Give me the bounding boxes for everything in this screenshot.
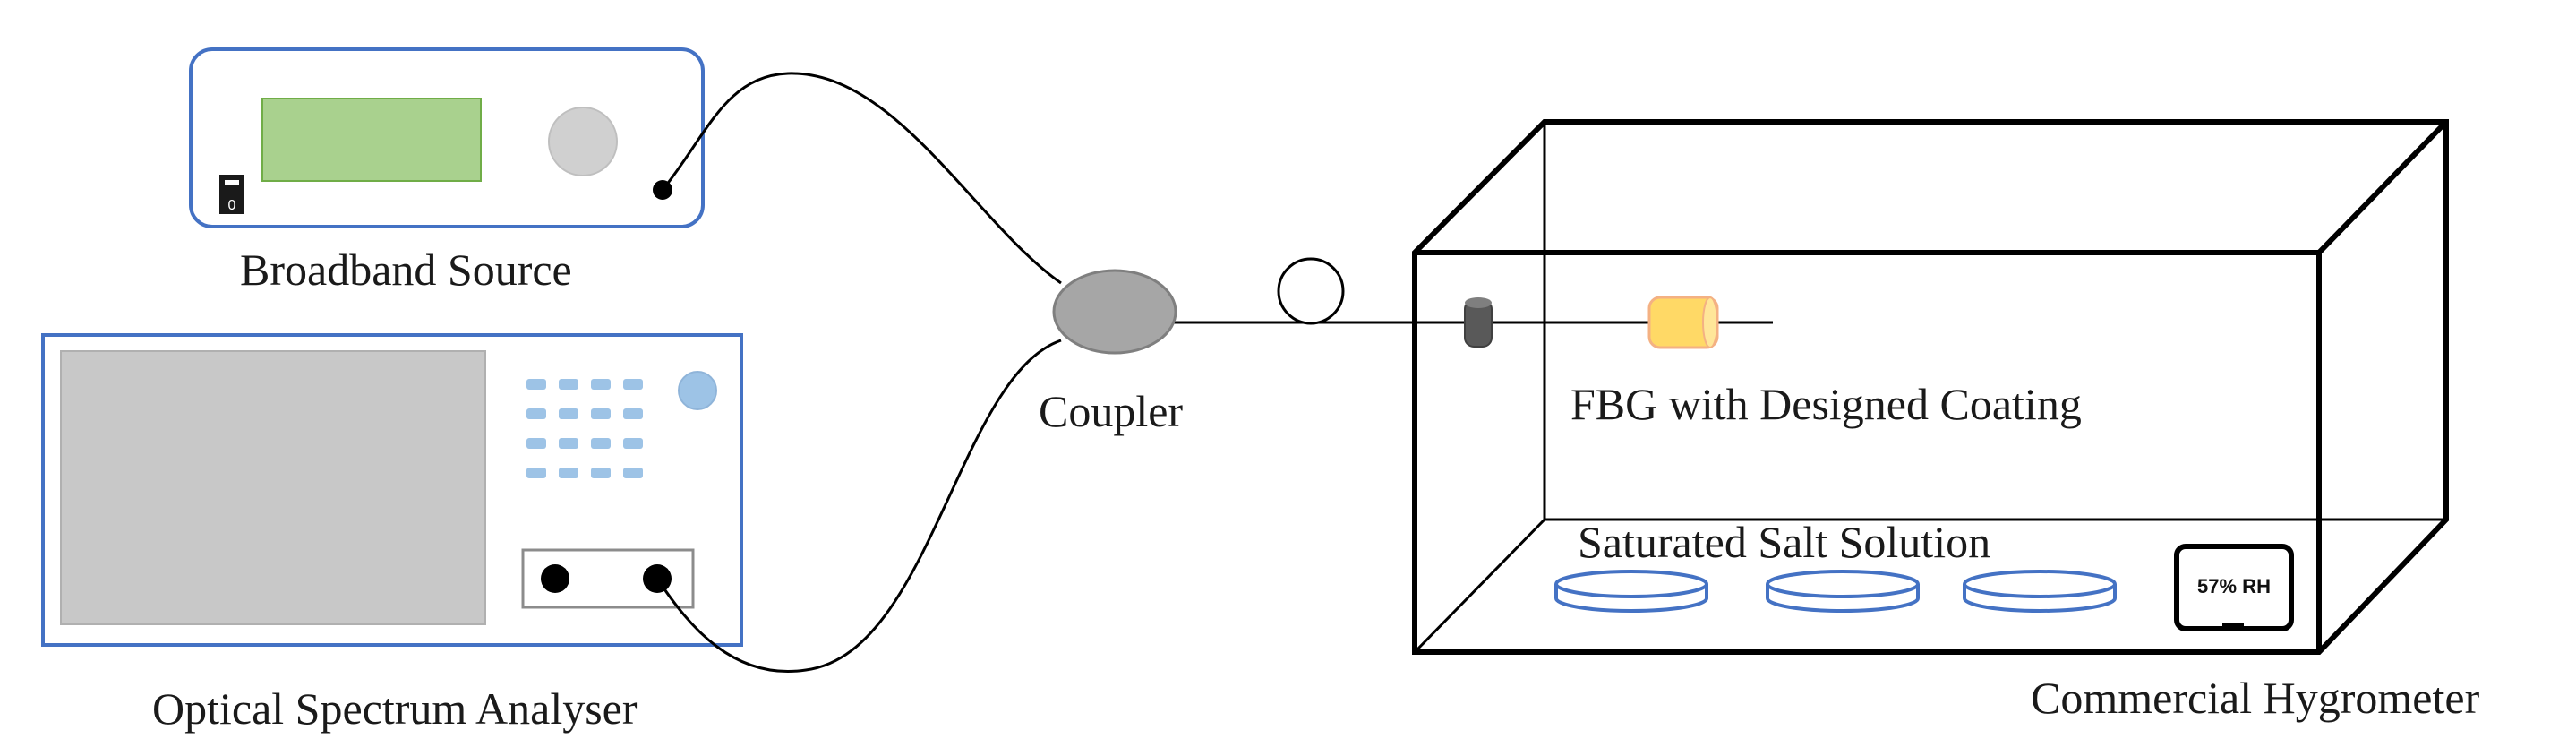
chamber-front-top-edges: [1415, 119, 2449, 255]
broadband-source-knob: [548, 107, 618, 176]
fiber-loop: [1277, 257, 1345, 325]
osa-key: [623, 379, 643, 390]
optical-spectrum-analyser: [41, 333, 743, 647]
salt-dishes: [1554, 570, 2117, 613]
osa-input-port: [541, 564, 569, 593]
osa-key: [623, 438, 643, 449]
hygrometer-reading: 57% RH: [2197, 575, 2271, 597]
osa-key: [623, 468, 643, 478]
broadband-source-display: [261, 98, 482, 182]
hygrometer-label: Commercial Hygrometer: [2031, 673, 2480, 723]
osa-screen: [60, 350, 486, 625]
fiber-connector: [1464, 297, 1493, 348]
osa-key: [591, 468, 611, 478]
salt-dish: [1766, 570, 1920, 613]
hygrometer-button: [2222, 623, 2244, 627]
osa-knob: [678, 371, 717, 410]
power-switch-mark: [225, 180, 239, 185]
coupler-label: Coupler: [1039, 386, 1183, 436]
osa-key: [526, 408, 546, 419]
osa-key: [591, 379, 611, 390]
fbg-coating-end: [1702, 296, 1718, 348]
fbg-label: FBG with Designed Coating: [1570, 379, 2082, 429]
broadband-source-label: Broadband Source: [240, 245, 572, 295]
osa-key: [591, 438, 611, 449]
osa-key: [559, 468, 578, 478]
humidity-chamber: [1412, 119, 2449, 655]
salt-dish: [1554, 570, 1708, 613]
osa-key: [559, 379, 578, 390]
salt-dish: [1963, 570, 2117, 613]
osa-key: [559, 438, 578, 449]
commercial-hygrometer: 57% RH: [2174, 544, 2294, 631]
osa-label: Optical Spectrum Analyser: [152, 683, 638, 734]
osa-key: [526, 379, 546, 390]
hygrometer-body: [2174, 544, 2294, 631]
osa-key: [591, 408, 611, 419]
osa-key: [526, 468, 546, 478]
osa-key: [623, 408, 643, 419]
coupler: [1052, 269, 1177, 355]
salt-solution-label: Saturated Salt Solution: [1578, 517, 1990, 567]
broadband-source: 0: [189, 47, 705, 228]
osa-key: [526, 438, 546, 449]
power-switch-label: 0: [228, 198, 236, 213]
fbg-sensor: [1647, 296, 1719, 349]
fiber-osa-to-coupler: [655, 339, 1062, 673]
fiber-source-to-coupler: [661, 72, 1062, 285]
chamber-back-bottom-edge: [1413, 518, 1546, 654]
osa-keypad: [526, 379, 643, 478]
osa-key: [559, 408, 578, 419]
